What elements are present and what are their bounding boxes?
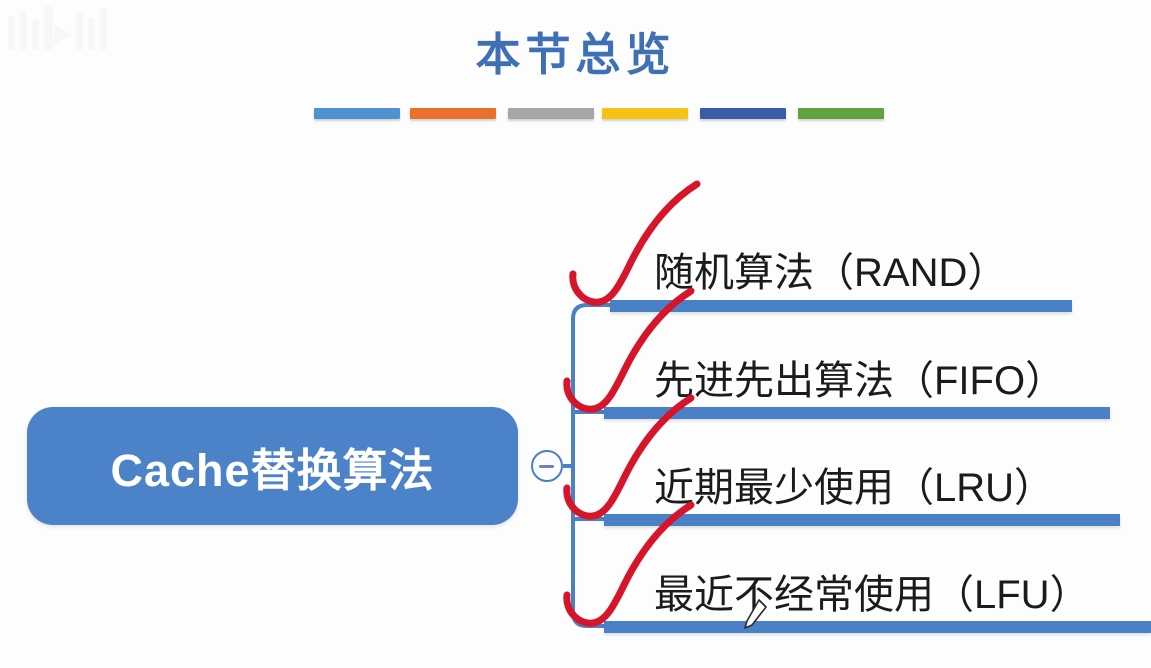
accent-bar-orange bbox=[410, 108, 496, 119]
branch-label: 先进先出算法（FIFO） bbox=[654, 359, 1066, 403]
accent-bar-blue bbox=[314, 108, 400, 119]
branch-underline bbox=[610, 300, 1072, 312]
accent-bar-row bbox=[314, 108, 894, 122]
branch-label: 最近不经常使用（LFU） bbox=[654, 573, 1090, 617]
page-title: 本节总览 bbox=[475, 30, 676, 80]
accent-bar-yellow bbox=[602, 108, 688, 119]
mindmap-root-node[interactable]: Cache替换算法 bbox=[27, 407, 518, 525]
mindmap-root-label: Cache替换算法 bbox=[110, 444, 435, 496]
branch-label: 近期最少使用（LRU） bbox=[654, 466, 1055, 510]
branch-underline bbox=[604, 514, 1120, 526]
branch-underline bbox=[604, 621, 1151, 633]
accent-bar-dark-blue bbox=[700, 108, 786, 119]
accent-bar-gray bbox=[508, 108, 594, 119]
minus-icon bbox=[539, 464, 554, 468]
branch-label: 随机算法（RAND） bbox=[654, 251, 1008, 295]
accent-bar-green bbox=[798, 108, 884, 119]
collapse-toggle-button[interactable] bbox=[531, 450, 563, 482]
branch-underline bbox=[604, 407, 1110, 419]
